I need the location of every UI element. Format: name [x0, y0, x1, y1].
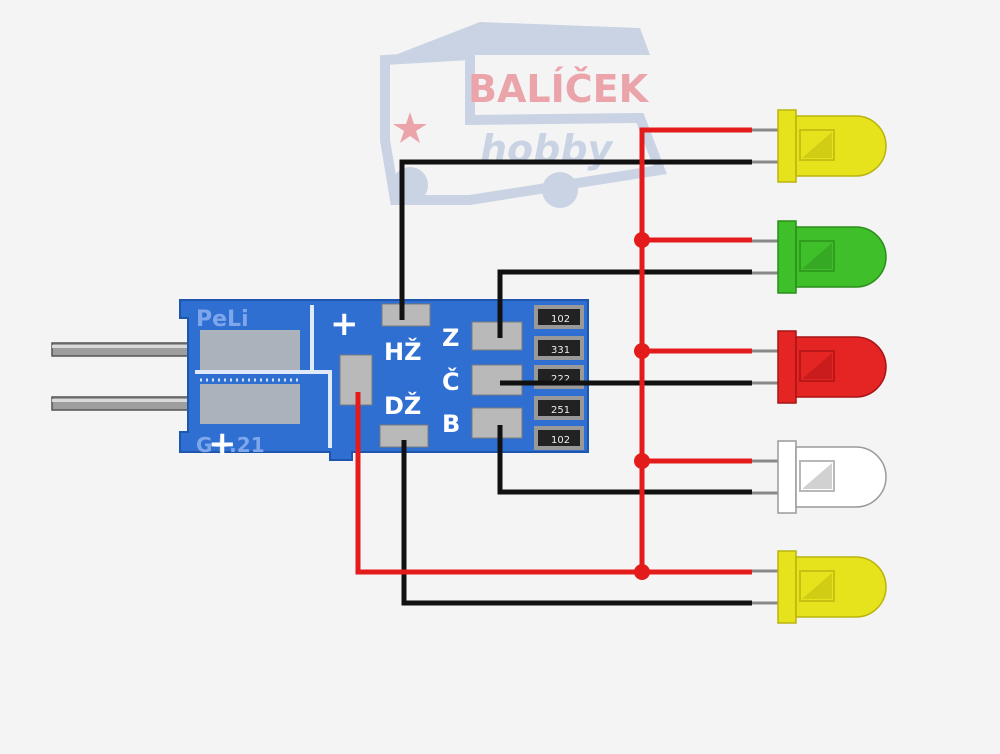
pin-top-highlight [52, 345, 302, 348]
led-2-dome [795, 226, 887, 288]
pad-hz [381, 303, 431, 327]
watermark-star [393, 112, 427, 143]
pin-bottom-highlight [52, 399, 302, 402]
junction-led2 [634, 232, 650, 248]
led-4-die [799, 460, 835, 492]
watermark-wheel-right [542, 172, 578, 208]
led-3-flange [777, 330, 797, 404]
resistor-4-code: 251 [551, 405, 570, 416]
led-1-flange [777, 109, 797, 183]
watermark-body [380, 49, 667, 205]
junction-dots [634, 232, 650, 580]
led-4-dome [795, 446, 887, 508]
led-5-flange [777, 550, 797, 624]
silk-separator [195, 305, 332, 448]
label-hz: HŽ [384, 337, 422, 366]
negative-wires [399, 159, 752, 606]
label-z: Z [442, 324, 459, 352]
led-5-dome [795, 556, 887, 618]
led-2-green [752, 220, 887, 294]
wire-neg-led1 [399, 159, 752, 320]
led-1-die [799, 129, 835, 161]
resistor-5-code: 102 [551, 435, 570, 446]
pad-c [471, 364, 523, 396]
resistor-1-code: 102 [551, 314, 570, 325]
resistor-3-code: 222 [551, 374, 570, 385]
led-2-flange [777, 220, 797, 294]
watermark-wheel-left [392, 167, 428, 203]
wire-pos-common [355, 392, 752, 575]
resistor-2-code: 331 [551, 345, 570, 356]
led-3-die-shade [802, 353, 832, 379]
silk-plus-top: + [330, 304, 359, 344]
pad-z [471, 321, 523, 351]
resistor-2: 331 [534, 336, 584, 360]
label-dz: DŽ [384, 391, 421, 420]
watermark-roof [395, 22, 650, 55]
resistor-4: 251 [534, 396, 584, 420]
led-5-yellow [752, 550, 887, 624]
junction-led4 [634, 453, 650, 469]
pin-pad-bottom [200, 384, 300, 424]
led-4-flange [777, 440, 797, 514]
led-3-dome [795, 336, 887, 398]
led-5-die-shade [802, 573, 832, 599]
silk-text-top: PeLi [196, 307, 249, 332]
pcb-board: PeLi G+.21 + + 102 331 222 251 102 [179, 299, 589, 464]
led-5-die [799, 570, 835, 602]
junction-led5 [634, 564, 650, 580]
label-c: Č [442, 366, 460, 396]
led-2-die [799, 240, 835, 272]
wire-neg-led2 [497, 269, 752, 338]
resistor-1: 102 [534, 305, 584, 329]
wire-neg-led4 [497, 425, 752, 495]
led-1-yellow [752, 109, 887, 183]
led-group [752, 109, 887, 624]
positive-wires [355, 127, 752, 575]
wire-pos-bus [639, 127, 752, 572]
led-4-die-shade [802, 463, 832, 489]
led-1-dome [795, 115, 887, 177]
junction-led3 [634, 343, 650, 359]
led-3-die [799, 350, 835, 382]
watermark-brand: BALÍČEK [468, 67, 650, 111]
wire-neg-led5 [401, 440, 752, 606]
led-4-white [752, 440, 887, 514]
led-2-die-shade [802, 243, 832, 269]
led-3-red [752, 330, 887, 404]
watermark-logo: BALÍČEK hobby [380, 22, 667, 208]
silk-text-bottom: G+.21 [196, 433, 265, 457]
resistor-5: 102 [534, 426, 584, 450]
led-1-die-shade [802, 132, 832, 158]
pad-b [471, 407, 523, 439]
pin-pad-top [200, 330, 300, 370]
silk-plus-bottom: + [208, 424, 237, 464]
label-b: B [442, 410, 460, 438]
